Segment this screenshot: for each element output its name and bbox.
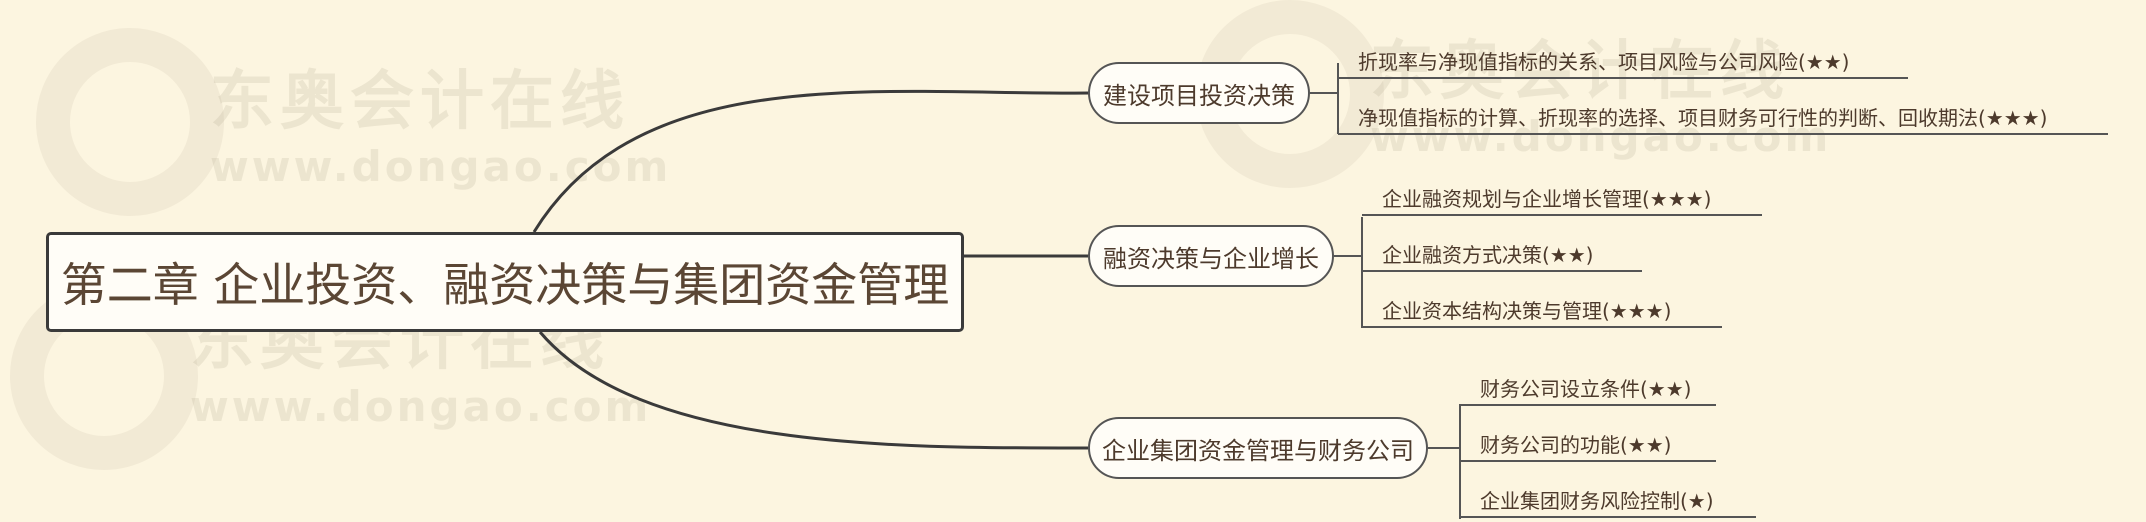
leaf-item: 净现值指标的计算、折现率的选择、项目财务可行性的判断、回收期法(★★★) [1338,103,2108,135]
branch-investment-decision: 建设项目投资决策 [1088,62,1310,124]
leaf-item: 企业融资规划与企业增长管理(★★★) [1362,184,1762,216]
leaf-item: 企业资本结构决策与管理(★★★) [1362,296,1722,328]
branch-group-fund-management: 企业集团资金管理与财务公司 [1088,417,1428,479]
leaf-item: 财务公司的功能(★★) [1460,430,1716,462]
leaf-item: 企业集团财务风险控制(★) [1460,486,1756,518]
connector-branch-2-leaves [1334,217,1363,328]
connector-branch-3-leaves [1428,404,1461,519]
leaf-item: 财务公司设立条件(★★) [1460,374,1716,406]
connector-root-branch-1 [532,89,1091,233]
connector-branch-1-leaves [1310,63,1339,134]
leaf-item: 折现率与净现值指标的关系、项目风险与公司风险(★★) [1338,47,1908,79]
branch-financing-decision: 融资决策与企业增长 [1088,225,1334,287]
root-topic: 第二章 企业投资、融资决策与集团资金管理 [46,232,964,332]
connector-root-branch-3 [538,331,1089,450]
leaf-item: 企业融资方式决策(★★) [1362,240,1642,272]
